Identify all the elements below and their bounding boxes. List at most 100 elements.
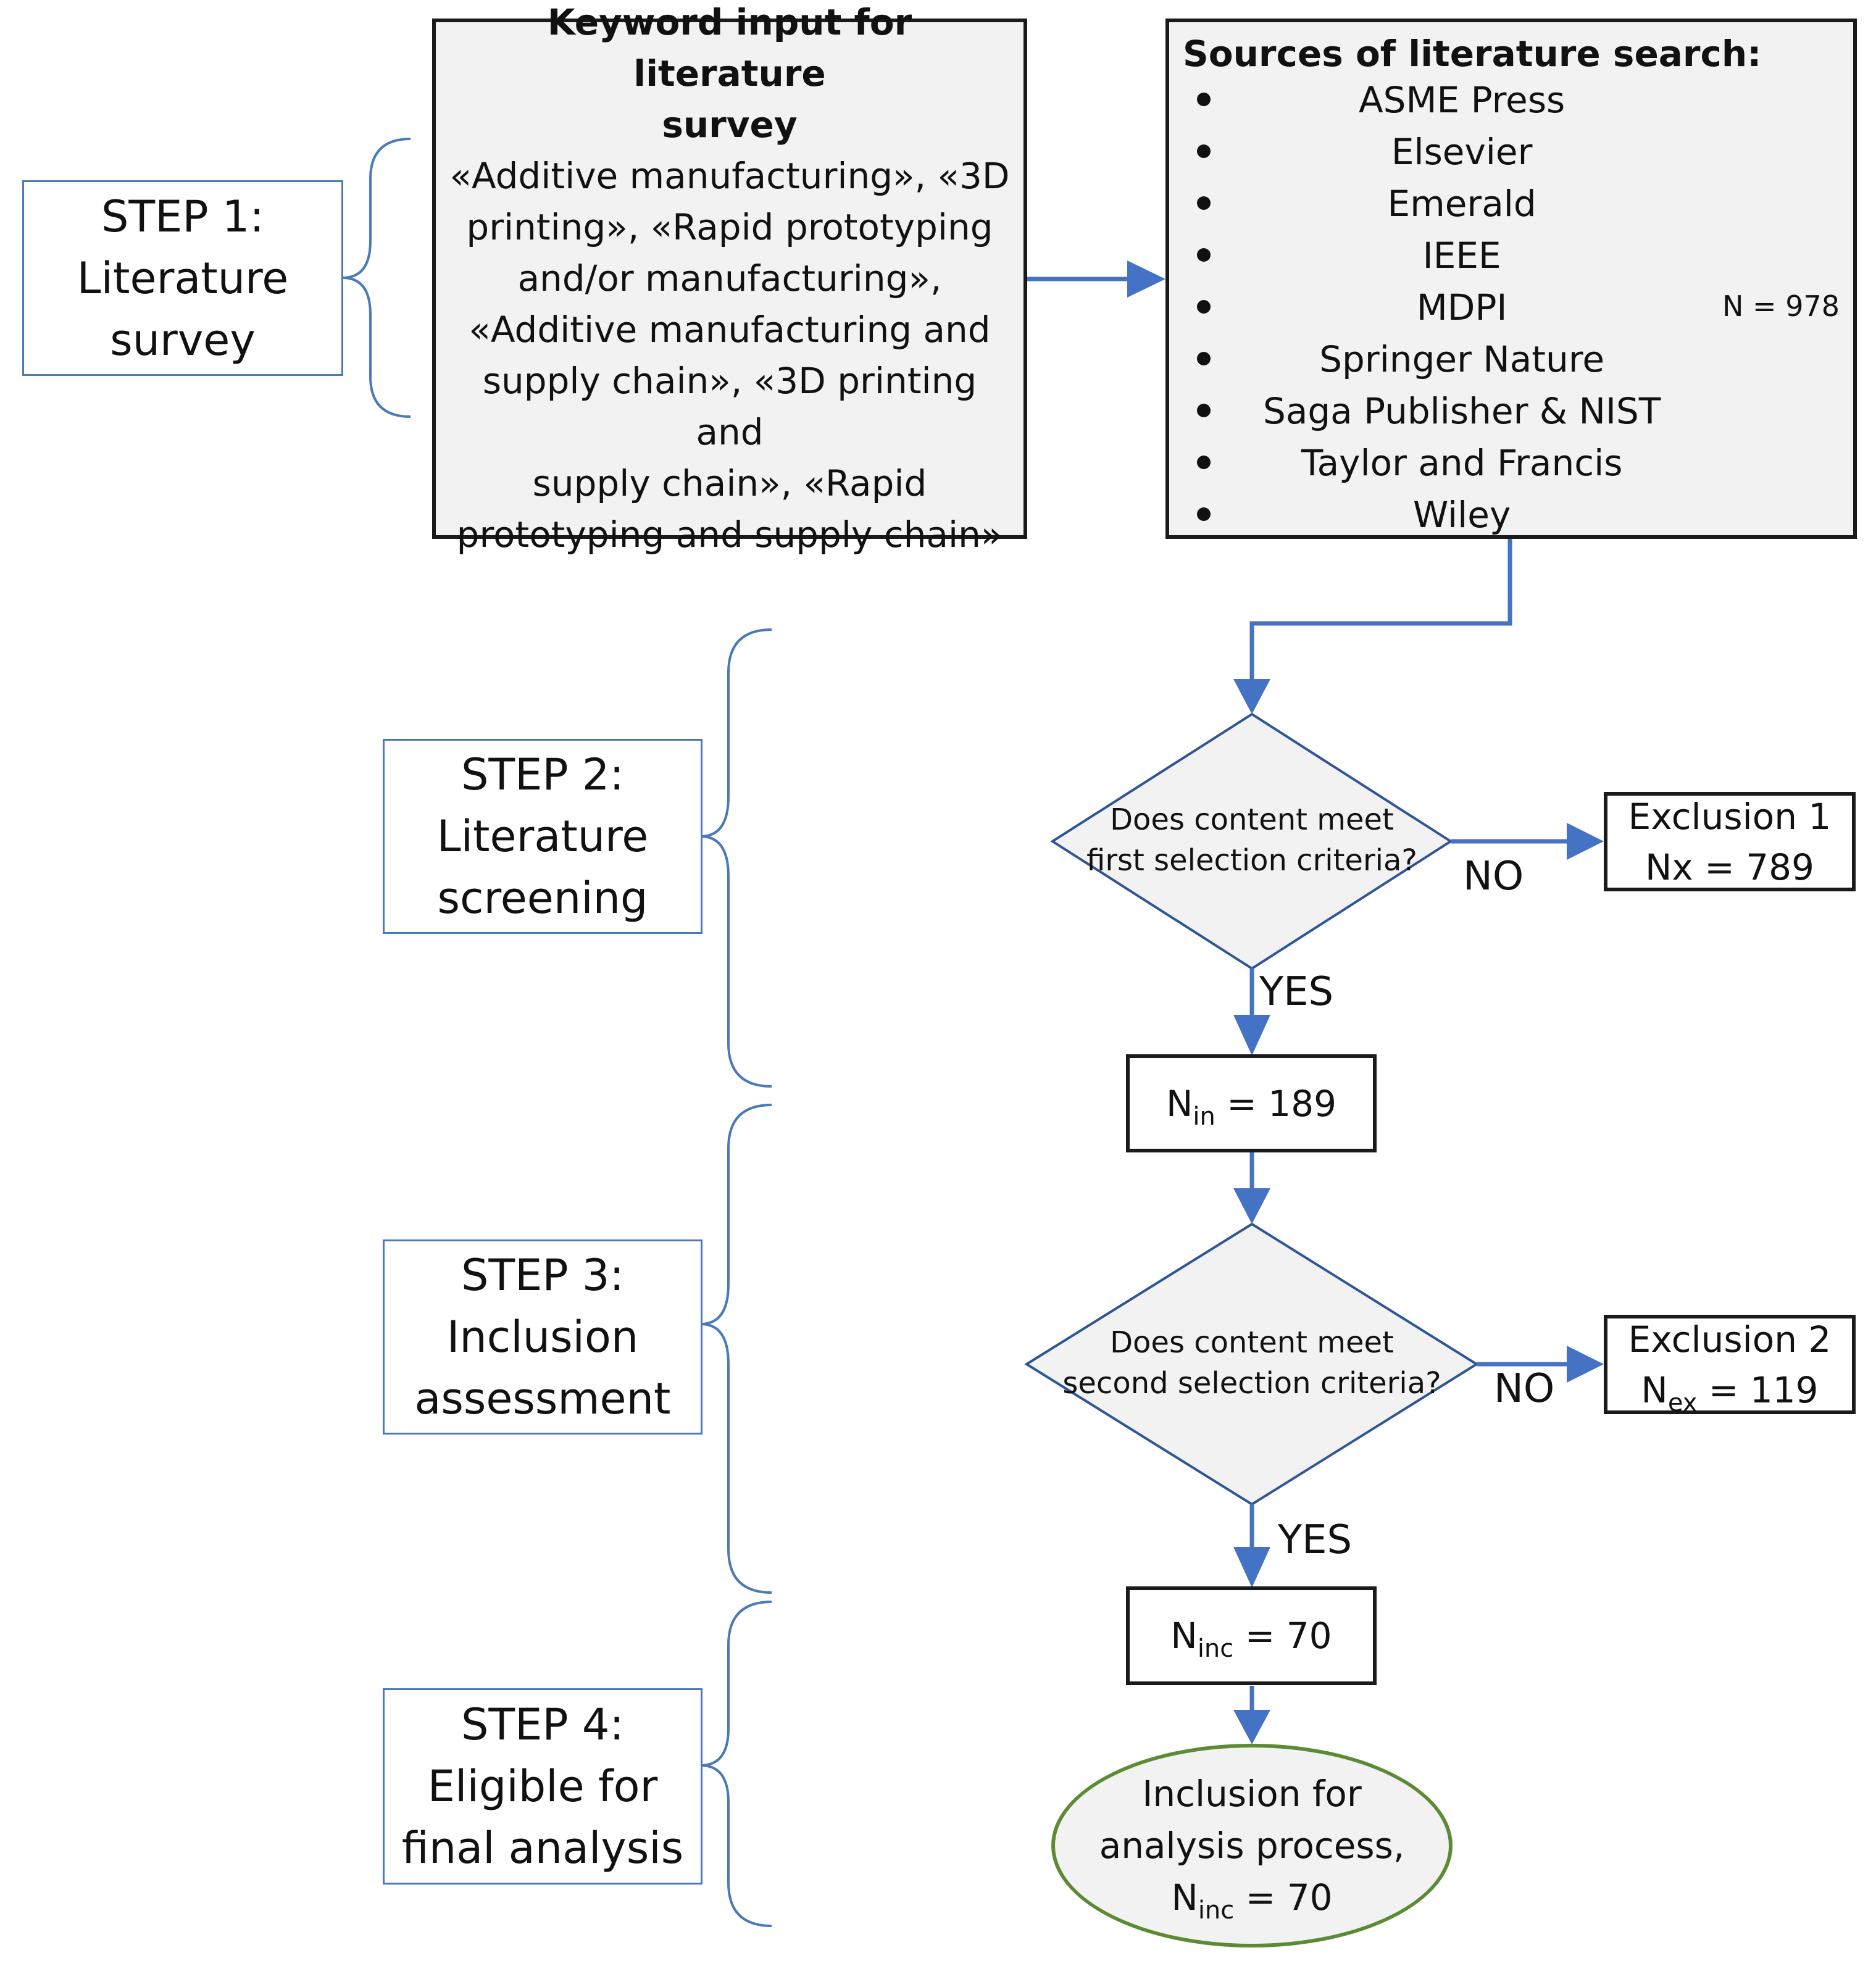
arrowhead-exclusion2 (1567, 1346, 1604, 1383)
step3-line2: Inclusion (446, 1312, 639, 1362)
n-in-symbol: N (1165, 1082, 1193, 1125)
step4-brace (700, 1601, 772, 1927)
exclusion2-box: Exclusion 2 Nex = 119 (1604, 1315, 1856, 1415)
n-inc-value: Ninc = 70 (1170, 1610, 1332, 1661)
step2-box: STEP 2: Literature screening (383, 739, 702, 934)
decision2-no-label: NO (1494, 1366, 1555, 1412)
step2-line1: STEP 2: (461, 749, 624, 800)
sources-list: ASME Press Elsevier Emerald IEEE MDPI Sp… (1183, 74, 1661, 541)
source-label: IEEE (1422, 235, 1501, 277)
keyword-line1: «Additive manufacturing», «3D (449, 155, 1010, 197)
final-inclusion-oval: Inclusion for analysis process, Ninc = 7… (1051, 1744, 1453, 1947)
decision1-line1: Does content meet (1110, 802, 1394, 837)
n-inc-box: Ninc = 70 (1126, 1586, 1377, 1685)
source-label: ASME Press (1359, 79, 1565, 121)
arrowhead-decision1 (1233, 679, 1270, 714)
bullet-icon (1197, 248, 1211, 262)
final-symbol: N (1171, 1876, 1198, 1918)
final-line1: Inclusion for (1142, 1773, 1362, 1815)
step4-box: STEP 4: Eligible for final analysis (383, 1688, 702, 1885)
step3-line3: assessment (414, 1373, 671, 1424)
decision2-line1: Does content meet (1110, 1325, 1394, 1360)
arrow-sources-to-decision1 (1249, 537, 1512, 684)
bullet-icon (1197, 196, 1211, 210)
source-label: Saga Publisher & NIST (1263, 390, 1661, 432)
n-inc-subscript: inc (1197, 1635, 1234, 1663)
arrowhead-sources (1127, 260, 1165, 298)
exclusion1-title: Exclusion 1 (1628, 795, 1832, 838)
step1-line1: STEP 1: (101, 191, 264, 242)
step3-box: STEP 3: Inclusion assessment (383, 1239, 702, 1435)
keyword-line6: supply chain», «Rapid (532, 462, 927, 504)
exclusion2-subscript: ex (1667, 1388, 1698, 1417)
sources-total-label: N = 978 (1722, 289, 1840, 323)
sources-box: Sources of literature search: ASME Press… (1165, 19, 1857, 539)
step2-brace (700, 628, 772, 1088)
source-item: Saga Publisher & NIST (1183, 385, 1661, 437)
step4-line3: final analysis (401, 1823, 684, 1873)
source-label: Taylor and Francis (1301, 442, 1623, 484)
keyword-line7: prototyping and supply chain» (456, 514, 1003, 556)
final-line2: analysis process, (1099, 1825, 1405, 1867)
bullet-icon (1197, 456, 1211, 469)
source-item: Taylor and Francis (1183, 437, 1661, 489)
decision1-line2: first selection criteria? (1086, 843, 1417, 878)
keyword-line5: supply chain», «3D printing and (482, 360, 977, 453)
n-inc-number: = 70 (1233, 1615, 1332, 1657)
step1-box: STEP 1: Literature survey (22, 180, 343, 376)
step1-line2: Literature (77, 252, 289, 304)
arrowhead-final (1233, 1710, 1270, 1744)
source-item: Elsevier (1183, 126, 1661, 178)
bullet-icon (1197, 93, 1211, 106)
keyword-line3: and/or manufacturing», (517, 257, 942, 299)
step1-brace (342, 138, 411, 418)
source-item: Wiley (1183, 489, 1661, 541)
source-label: MDPI (1416, 286, 1507, 328)
arrowhead-ninc (1233, 1547, 1270, 1588)
step1-line3: survey (110, 314, 256, 365)
n-in-box: Nin = 189 (1126, 1054, 1377, 1152)
keyword-title-line2: survey (662, 104, 798, 146)
bullet-icon (1197, 352, 1211, 365)
exclusion1-box: Exclusion 1 Nx = 789 (1604, 792, 1856, 891)
bullet-icon (1197, 404, 1211, 417)
source-item: Emerald (1183, 178, 1661, 230)
exclusion2-number: = 119 (1697, 1368, 1819, 1411)
n-inc-symbol: N (1170, 1615, 1198, 1657)
bullet-icon (1197, 507, 1211, 521)
exclusion2-title: Exclusion 2 (1628, 1318, 1832, 1360)
keyword-title-line1: Keyword input for literature (547, 1, 912, 94)
final-number: = 70 (1234, 1876, 1333, 1918)
bullet-icon (1197, 300, 1211, 314)
source-label: Emerald (1387, 183, 1536, 225)
source-label: Elsevier (1391, 131, 1533, 173)
decision1-yes-label: YES (1259, 969, 1334, 1015)
source-item: MDPI (1183, 281, 1661, 333)
arrowhead-exclusion1 (1567, 823, 1604, 860)
decision2-yes-label: YES (1278, 1517, 1353, 1563)
exclusion2-count: Nex = 119 (1641, 1365, 1818, 1415)
source-label: Wiley (1412, 494, 1511, 536)
sources-title: Sources of literature search: (1183, 33, 1762, 75)
keyword-line4: «Additive manufacturing and (469, 309, 991, 351)
decision1-text: Does content meet first selection criter… (1067, 799, 1437, 881)
source-item: ASME Press (1183, 74, 1661, 126)
decision1-no-label: NO (1463, 854, 1524, 899)
source-item: IEEE (1183, 230, 1661, 281)
final-count: Ninc = 70 (1171, 1872, 1332, 1923)
arrowhead-nin (1233, 1015, 1270, 1056)
source-item: Springer Nature (1183, 333, 1661, 385)
n-in-number: = 189 (1215, 1082, 1337, 1125)
exclusion2-symbol: N (1641, 1368, 1668, 1411)
keyword-input-box: Keyword input for literature survey «Add… (432, 1, 1027, 556)
source-label: Springer Nature (1319, 338, 1605, 380)
step2-line2: Literature (436, 811, 649, 862)
decision2-line2: second selection criteria? (1062, 1366, 1441, 1401)
step3-line1: STEP 3: (461, 1250, 624, 1301)
n-in-value: Nin = 189 (1166, 1078, 1336, 1129)
arrowhead-decision2 (1233, 1188, 1270, 1224)
step4-line2: Eligible for (427, 1761, 658, 1812)
step2-line3: screening (437, 873, 648, 923)
n-in-subscript: in (1193, 1102, 1215, 1131)
